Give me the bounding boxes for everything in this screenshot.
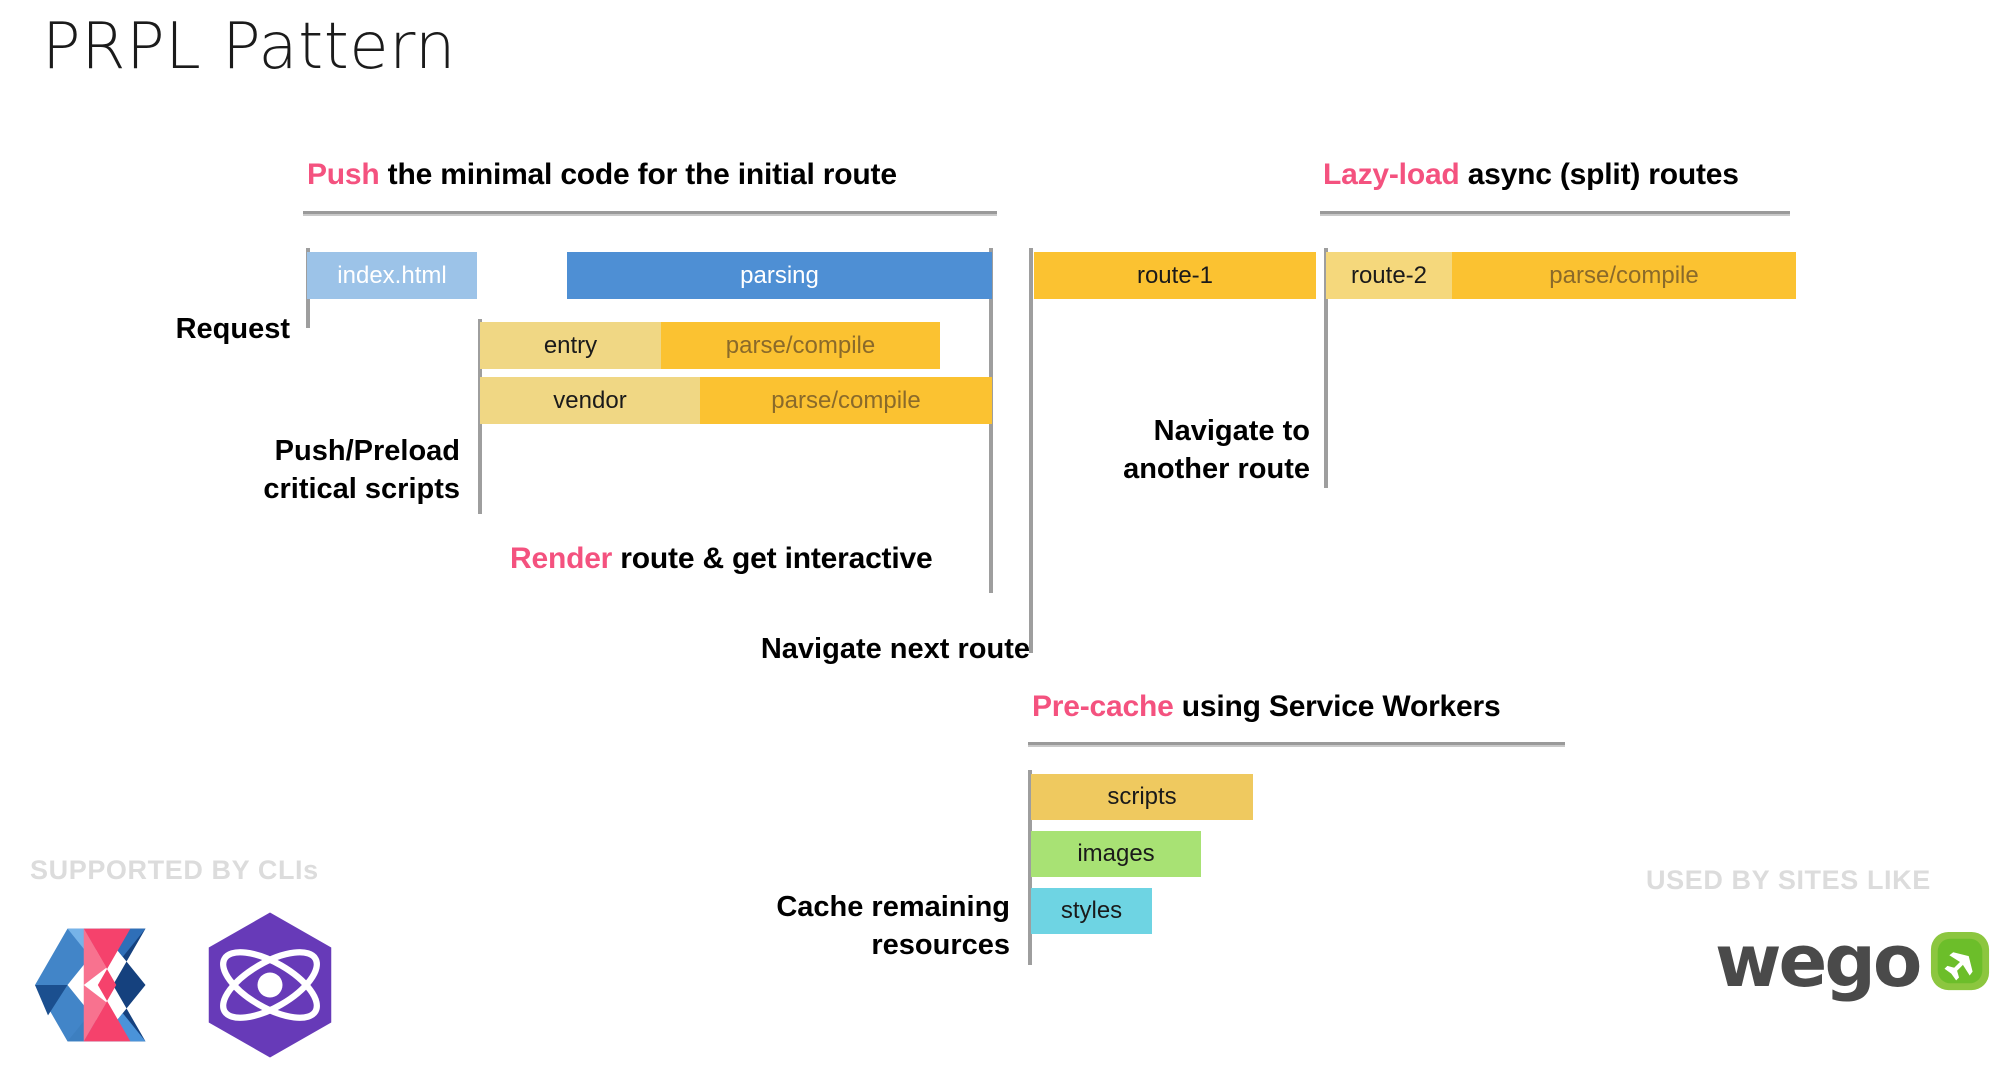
heading-lazy-keyword: Lazy-load	[1323, 158, 1460, 191]
vline-precache	[1028, 770, 1032, 965]
vline-navigate-next	[1029, 248, 1033, 653]
heading-push: Push the minimal code for the initial ro…	[307, 158, 897, 192]
rule-push	[303, 211, 997, 216]
track-vendor[interactable]: vendor parse/compile	[480, 377, 992, 424]
wego-wordmark: wego	[1715, 919, 1922, 1003]
segment-vendor: vendor	[480, 377, 700, 424]
label-navigate-another-route: Navigate to another route	[1123, 415, 1310, 486]
footer-left-caption: SUPPORTED BY CLIs	[30, 855, 319, 885]
preact-cli-logo	[200, 910, 340, 1060]
track-styles[interactable]: styles	[1031, 888, 1152, 934]
segment-route-2-parse-compile: parse/compile	[1452, 252, 1796, 299]
heading-push-keyword: Push	[307, 158, 380, 191]
track-parsing[interactable]: parsing	[567, 252, 992, 299]
segment-entry-parse-compile: parse/compile	[661, 322, 940, 369]
heading-lazy-load: Lazy-load async (split) routes	[1323, 158, 1739, 192]
label-request: Request	[175, 313, 290, 345]
wego-logo: wego	[1715, 925, 1991, 997]
wego-plane-icon	[1931, 931, 1990, 991]
segment-vendor-parse-compile: parse/compile	[700, 377, 992, 424]
segment-images: images	[1031, 831, 1201, 877]
segment-parsing: parsing	[567, 252, 992, 299]
rule-lazy-load	[1320, 211, 1790, 216]
vline-route-2	[1324, 248, 1328, 488]
segment-route-1: route-1	[1034, 252, 1316, 299]
track-images[interactable]: images	[1031, 831, 1201, 877]
polymer-logo	[35, 920, 165, 1050]
heading-render: Render route & get interactive	[510, 542, 933, 576]
heading-precache-keyword: Pre-cache	[1032, 690, 1174, 723]
track-index-html[interactable]: index.html	[307, 252, 477, 299]
segment-index-html: index.html	[307, 252, 477, 299]
page-title: PRPL Pattern	[42, 10, 456, 84]
segment-scripts: scripts	[1031, 774, 1253, 820]
heading-lazy-rest: async (split) routes	[1459, 158, 1739, 191]
label-navigate-next: Navigate next route	[760, 633, 1030, 665]
segment-route-2: route-2	[1326, 252, 1452, 299]
track-route-2[interactable]: route-2 parse/compile	[1326, 252, 1796, 299]
track-route-1[interactable]: route-1	[1034, 252, 1316, 299]
heading-render-rest: route & get interactive	[612, 542, 933, 575]
segment-styles: styles	[1031, 888, 1152, 934]
track-entry[interactable]: entry parse/compile	[480, 322, 940, 369]
label-cache-remaining: Cache remaining resources	[776, 891, 1010, 962]
track-scripts[interactable]: scripts	[1031, 774, 1253, 820]
footer-right-caption: USED BY SITES LIKE	[1646, 865, 1931, 895]
label-push-preload: Push/Preload critical scripts	[263, 435, 460, 506]
heading-push-rest: the minimal code for the initial route	[379, 158, 897, 191]
heading-precache: Pre-cache using Service Workers	[1032, 690, 1501, 724]
rule-precache	[1028, 742, 1565, 747]
segment-entry: entry	[480, 322, 661, 369]
heading-precache-rest: using Service Workers	[1173, 690, 1501, 723]
heading-render-keyword: Render	[510, 542, 613, 575]
